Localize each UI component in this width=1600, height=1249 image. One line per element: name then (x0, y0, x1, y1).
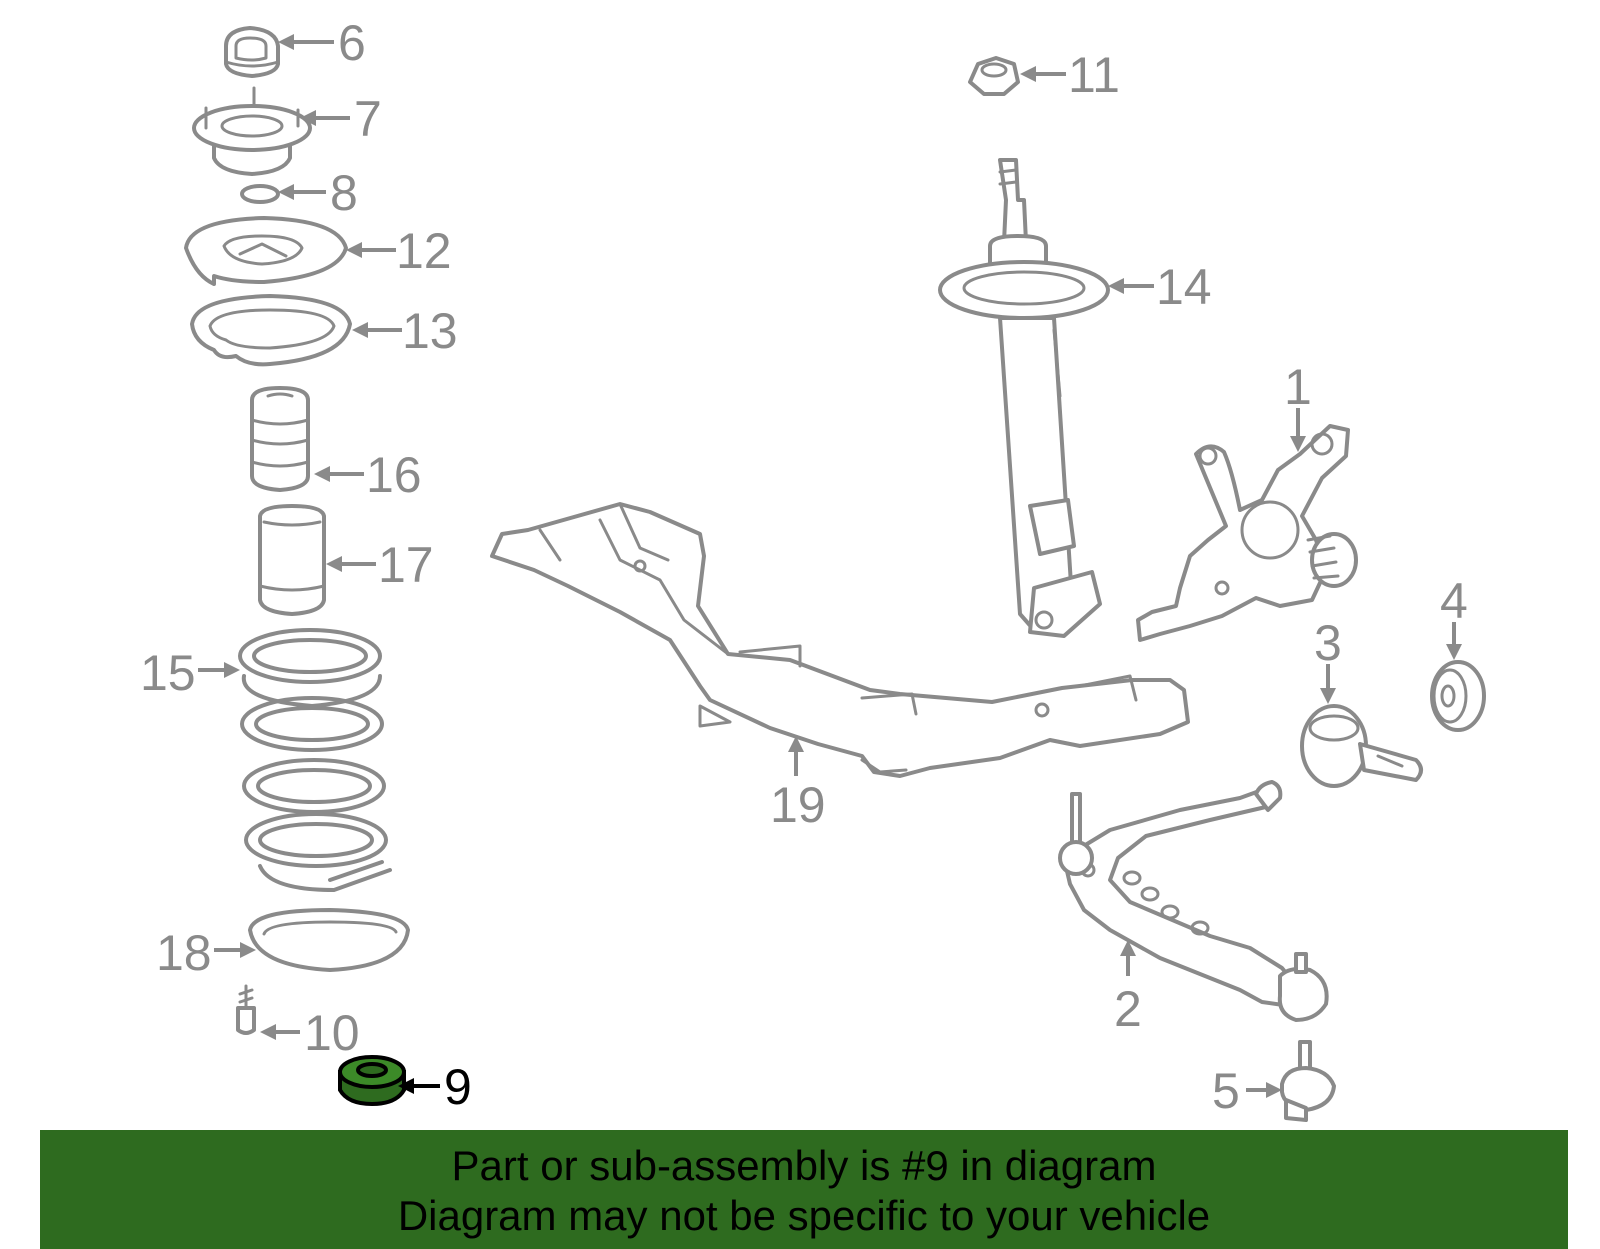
part-2-control-arm (1058, 780, 1329, 1022)
part-16-bump-stop (250, 386, 310, 492)
svg-text:6: 6 (338, 15, 366, 71)
svg-text:12: 12 (396, 223, 452, 279)
svg-text:19: 19 (770, 777, 826, 833)
svg-text:9: 9 (444, 1059, 472, 1115)
svg-text:5: 5 (1212, 1063, 1240, 1119)
callout-12: 12 (346, 223, 452, 279)
part-15-coil-spring (238, 628, 392, 892)
callout-16: 16 (314, 447, 422, 503)
callout-1: 1 (1284, 359, 1312, 452)
svg-text:15: 15 (140, 645, 196, 701)
callout-5: 5 (1212, 1063, 1282, 1119)
part-1-steering-knuckle (1136, 424, 1358, 642)
svg-text:17: 17 (378, 537, 434, 593)
callout-10: 10 (260, 1005, 360, 1061)
callout-17: 17 (326, 537, 434, 593)
svg-text:18: 18 (156, 925, 212, 981)
svg-text:2: 2 (1114, 981, 1142, 1037)
part-17-dust-boot (258, 504, 326, 616)
callout-18: 18 (156, 925, 256, 981)
part-3-bushing-bracket (1300, 704, 1423, 788)
svg-text:3: 3 (1314, 615, 1342, 671)
banner-part-note: Part or sub-assembly is #9 in diagram (451, 1142, 1157, 1189)
callout-2: 2 (1114, 940, 1142, 1037)
callout-14: 14 (1108, 259, 1212, 315)
svg-text:1: 1 (1284, 359, 1312, 415)
callout-15: 15 (140, 645, 240, 701)
callout-7: 7 (300, 91, 382, 147)
svg-text:11: 11 (1068, 47, 1120, 103)
svg-text:16: 16 (366, 447, 422, 503)
part-6-strut-cap (224, 26, 280, 78)
callout-4: 4 (1440, 573, 1468, 660)
banner-disclaimer: Diagram may not be specific to your vehi… (397, 1192, 1211, 1239)
part-5-ball-joint (1280, 1040, 1336, 1122)
part-info-banner: Part or sub-assembly is #9 in diagram Di… (40, 1130, 1568, 1249)
part-8-washer (240, 184, 280, 204)
callout-6: 6 (278, 15, 366, 71)
callout-11: 11 (1020, 47, 1120, 103)
part-12-upper-spring-seat (184, 216, 348, 286)
part-18-lower-spring-pad (248, 908, 410, 972)
svg-text:7: 7 (354, 91, 382, 147)
callout-8: 8 (278, 165, 358, 221)
svg-text:13: 13 (402, 303, 458, 359)
part-7-strut-mount (192, 86, 312, 176)
svg-text:14: 14 (1156, 259, 1212, 315)
part-13-spring-isolator (190, 294, 352, 367)
svg-text:8: 8 (330, 165, 358, 221)
svg-text:10: 10 (304, 1005, 360, 1061)
part-19-front-subframe (490, 502, 1190, 778)
callout-13: 13 (352, 303, 458, 359)
part-10-bolt (236, 984, 256, 1035)
svg-text:4: 4 (1440, 573, 1468, 629)
part-14-strut-assembly (938, 158, 1110, 638)
callout-19: 19 (770, 736, 826, 833)
part-9-highlighted-mount (338, 1055, 406, 1107)
part-11-nut (968, 56, 1020, 96)
part-4-bushing (1430, 660, 1486, 732)
callout-3: 3 (1314, 615, 1342, 704)
callout-9-highlighted: 9 (398, 1059, 472, 1115)
